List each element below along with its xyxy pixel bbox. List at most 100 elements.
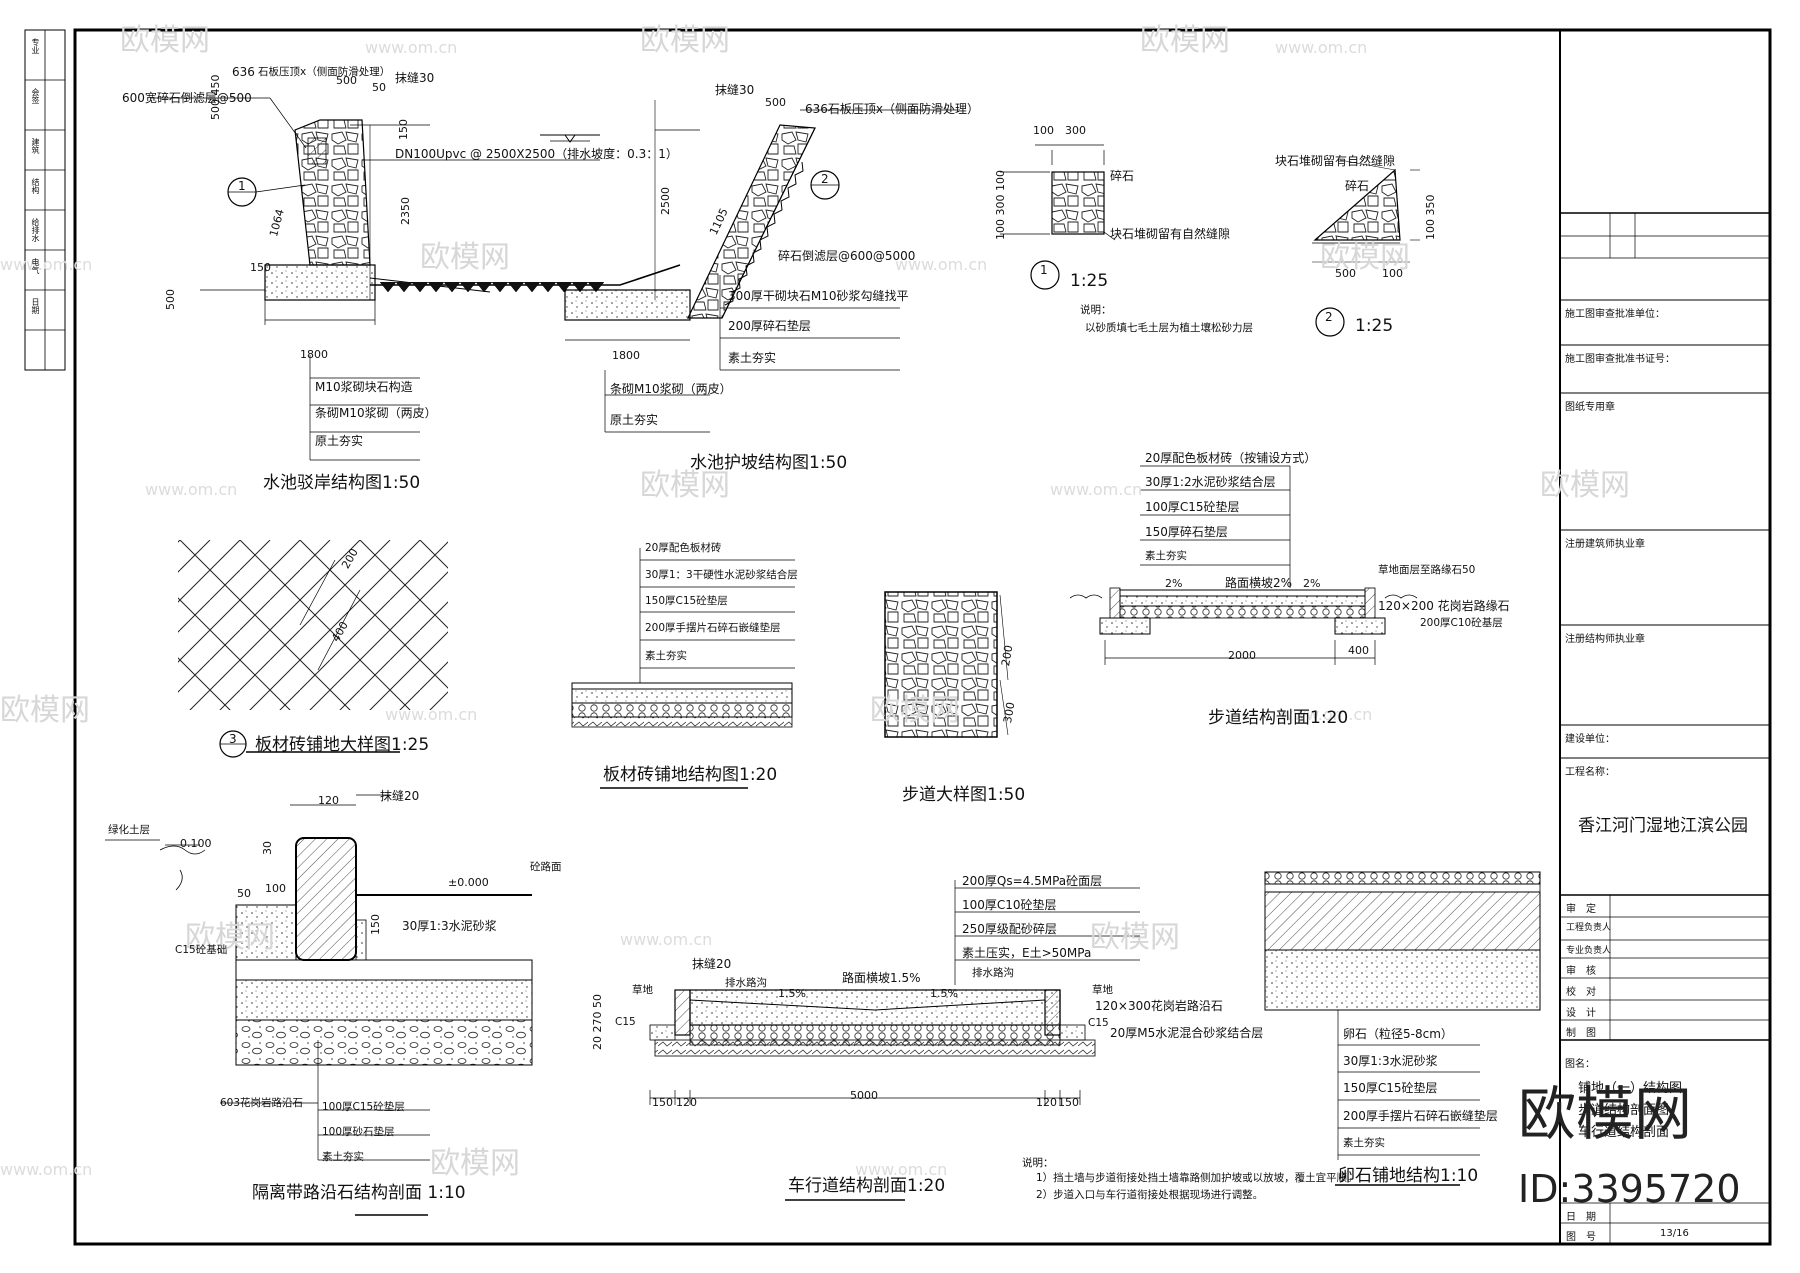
watermark-brand: 欧模网 [1320, 240, 1410, 275]
d5-dim-200: 200 [999, 644, 1016, 668]
d2-soil: 原土夯实 [610, 413, 659, 427]
d1-dim-1800: 1800 [300, 348, 328, 361]
d8-roadway-section [649, 880, 1140, 1201]
d8-c15-left: C15 [615, 1016, 636, 1028]
d8-dim-5000: 5000 [850, 1089, 878, 1102]
d6-title: 步道结构剖面1:20 [1208, 708, 1349, 728]
d1-pipe-label: DN100Upvc @ 2500X2500（排水坡度：0.3：1） [395, 147, 678, 161]
tb-structure-seal: 注册结构师执业章 [1565, 634, 1645, 645]
d2-jiaofeng: 抹缝30 [715, 83, 755, 97]
d9-layer4: 200厚手摆片石碎石嵌缝垫层 [1343, 1109, 1498, 1123]
det2-dims: 100 350 [1424, 194, 1437, 241]
d3-num: 3 [229, 732, 237, 746]
d9-layer3: 150厚C15砼垫层 [1343, 1081, 1438, 1095]
watermark-brand: 欧模网 [1540, 468, 1630, 503]
d7-level-1: 0.100 [180, 837, 212, 850]
det2-suishi: 碎石 [1345, 179, 1370, 193]
d9-layer2: 30厚1:3水泥砂浆 [1343, 1054, 1438, 1068]
d2-layer3: 素土夯实 [728, 351, 777, 365]
d2-revetment-slope [564, 100, 960, 433]
d2-filter: 碎石倒滤层@600@5000 [778, 249, 916, 263]
det2-dim-100: 100 [1382, 267, 1403, 280]
d5-dim-300: 300 [1001, 701, 1018, 725]
d9-layer1: 卵石（粒径5-8cm） [1343, 1027, 1453, 1041]
watermark-url: www.om.cn [1280, 705, 1373, 724]
d1-dim-150b: 150 [250, 261, 271, 274]
watermark-url: www.om.cn [1275, 38, 1368, 57]
tb-seal: 图纸专用章 [1565, 402, 1615, 413]
watermark-url: www.om.cn [0, 1160, 93, 1179]
det2-scale: 1:25 [1355, 316, 1394, 336]
d7-jiaofeng: 抹缝20 [380, 789, 420, 803]
watermark-brand: 欧模网 [870, 693, 960, 728]
strip-item: 日期 [31, 298, 40, 314]
d1-soil: 原土夯实 [315, 434, 364, 448]
tb-figure-1: 铺地（一）结构图 [1578, 1081, 1683, 1096]
det1-desc: 块石堆砌留有自然缝隙 [1110, 227, 1231, 241]
d7-road: 砼路面 [530, 861, 562, 873]
d1-dim-500: 500 [336, 74, 357, 87]
d8-drain2: 排水路沟 [972, 967, 1014, 979]
d4-layer1: 20厚配色板材砖 [645, 542, 722, 554]
d8-layer4: 素土压实，E土>50MPa [962, 946, 1092, 960]
d1-dim-2350: 2350 [399, 197, 412, 225]
watermark-url: www.om.cn [1050, 480, 1143, 499]
det1-suishi: 碎石 [1110, 169, 1135, 183]
d8-mortar: 20厚M5水泥混合砂浆结合层 [1110, 1026, 1264, 1040]
d1-dim-500-450: 500 450 [209, 74, 222, 121]
watermark-brand: 欧模网 [120, 23, 210, 58]
d2-dim-1800: 1800 [612, 349, 640, 362]
watermark-brand: 欧模网 [0, 693, 90, 728]
d7-dim-120: 120 [318, 794, 339, 807]
watermark-brand: 欧模网 [1090, 920, 1180, 955]
d5-path-plan [884, 591, 1009, 738]
d8-dim-150a: 150 [652, 1096, 673, 1109]
d6-dim-400: 400 [1348, 644, 1369, 657]
d8-dims-vertical: 20 270 50 [591, 994, 604, 1050]
watermark-brand: 欧模网 [1140, 23, 1230, 58]
d8-layer3: 250厚级配砂碎层 [962, 922, 1057, 936]
d9-pebble-section [1264, 871, 1541, 1186]
d1-m10: M10浆砌块石构造 [315, 380, 413, 394]
tb-row-5: 校 对 [1566, 987, 1596, 998]
strip-item: 电气 [31, 258, 40, 274]
d1-title: 水池驳岸结构图1:50 [263, 473, 421, 493]
d4-layer3: 150厚C15砼垫层 [645, 595, 728, 607]
d6-layer2: 30厚1:2水泥砂浆结合层 [1145, 475, 1276, 489]
d7-layer3: 素土夯实 [322, 1151, 364, 1163]
tb-row-6: 设 计 [1566, 1008, 1596, 1019]
d8-note-2: 2）步道入口与车行道衔接处根据现场进行调整。 [1036, 1189, 1264, 1201]
d6-curb: 120×200 花岗岩路缘石 [1378, 599, 1510, 613]
d8-step-right: 草地 [1092, 984, 1113, 996]
strip-item: 建筑 [31, 138, 40, 154]
d6-layer5: 素土夯实 [1145, 550, 1187, 562]
watermark-url: www.om.cn [145, 480, 238, 499]
d9-layer5: 素土夯实 [1343, 1137, 1385, 1149]
strip-item: 给排水 [31, 218, 40, 242]
d8-curb: 120×300花岗岩路沿石 [1095, 999, 1223, 1013]
det1-dims: 100 300 100 [994, 170, 1007, 240]
d2-dim-2500: 2500 [659, 187, 672, 215]
d7-c15: C15砼基础 [175, 944, 228, 956]
d1-circle-num: 1 [238, 179, 246, 193]
tb-figure-2: 步道结构剖面图 [1578, 1103, 1670, 1118]
det1-scale: 1:25 [1070, 271, 1109, 291]
d7-stone: 603花岗岩路沿石 [220, 1097, 304, 1109]
tb-review-cert: 施工图审查批准书证号： [1565, 354, 1675, 365]
tb-figno-value: 13/16 [1660, 1228, 1689, 1239]
d2-title: 水池护坡结构图1:50 [690, 453, 848, 473]
d4-layer4: 200厚手摆片石碎石嵌缝垫层 [645, 622, 781, 634]
d6-slope3: 2% [1303, 577, 1321, 590]
d1-dim-500b: 500 [164, 289, 177, 310]
d8-dim-120b: 120 [1036, 1096, 1057, 1109]
d1-dim-150: 150 [397, 119, 410, 140]
watermark-brand: 欧模网 [430, 1146, 520, 1181]
d8-note-heading: 说明： [1022, 1157, 1054, 1169]
strip-item: 会签 [31, 88, 40, 104]
d8-drain1: 排水路沟 [725, 977, 767, 989]
watermark-url: www.om.cn [0, 255, 93, 274]
strip-item: 结构 [31, 178, 40, 194]
det1-note: 以砂质填七毛土层为植土壤松砂力层 [1085, 322, 1253, 334]
d6-slope1: 2% [1165, 577, 1183, 590]
det2-desc: 块石堆砌留有自然缝隙 [1275, 154, 1396, 168]
